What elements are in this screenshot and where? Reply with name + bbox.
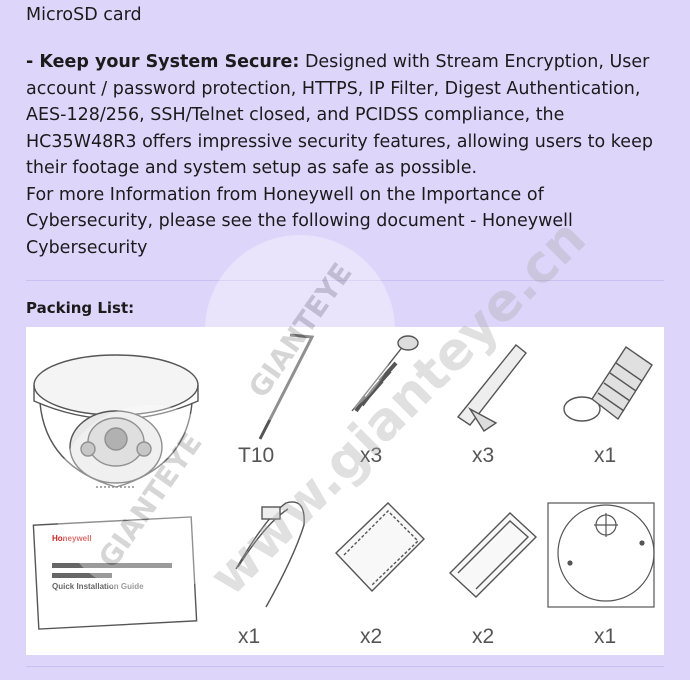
top-text: MicroSD card [26, 5, 142, 25]
screw [351, 335, 419, 413]
label-cap: x1 [594, 444, 616, 467]
wall-anchor [456, 344, 527, 432]
label-template: x1 [594, 625, 616, 648]
label-anchors: x3 [472, 444, 494, 467]
guide-brand: Honeywell [52, 534, 92, 543]
security-paragraph: - Keep your System Secure: Designed with… [26, 49, 676, 261]
security-body: Designed with Stream Encryption, User ac… [26, 52, 653, 178]
mounting-template [547, 502, 655, 608]
more-info-text: For more Information from Honeywell on t… [26, 184, 573, 258]
torx-key [258, 333, 315, 440]
packing-list-illustration: T10 x3 x3 x1 Honeywell Quick Installatio… [32, 333, 655, 648]
label-foam: x2 [472, 625, 494, 648]
waterproof-cap [563, 346, 653, 422]
cable [235, 501, 305, 608]
guide-title: Quick Installation Guide [52, 582, 144, 591]
divider-bottom [26, 666, 664, 667]
packing-list-image: T10 x3 x3 x1 Honeywell Quick Installatio… [26, 327, 664, 655]
dome-camera [33, 354, 199, 488]
label-desiccant: x2 [360, 625, 382, 648]
foam-pad [448, 512, 538, 598]
label-screws: x3 [360, 444, 382, 467]
divider [26, 280, 664, 281]
quick-guide: Honeywell Quick Installation Guide [32, 516, 198, 630]
label-torx: T10 [238, 444, 274, 467]
label-cable: x1 [238, 625, 260, 648]
desiccant-pack [335, 502, 425, 593]
security-lead: - Keep your System Secure: [26, 52, 300, 72]
packing-list-heading: Packing List: [26, 299, 135, 317]
